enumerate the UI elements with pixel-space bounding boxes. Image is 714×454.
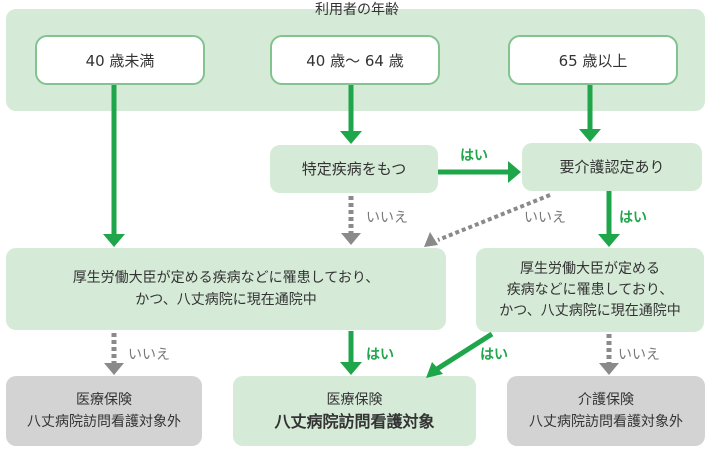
condition-right-line-2: 疾病などに罹患しており、 xyxy=(506,281,674,298)
arrow-condition-left-yes-to-center xyxy=(340,331,362,375)
node-specific-disease: 特定疾病をもつ xyxy=(270,145,438,193)
condition-right-line-1: 厚生労働大臣が定める xyxy=(520,260,660,277)
node-result-center: 医療保険 八丈病院訪問看護対象 xyxy=(233,376,476,446)
panel-title: 利用者の年齢 xyxy=(315,2,399,18)
arrow-care-no-to-condition-left xyxy=(424,193,551,247)
age-box-40-64: 40 歳～ 64 歳 xyxy=(270,35,440,85)
arrow-care-yes-to-condition-right xyxy=(598,191,620,247)
label-yes-condition-right: はい xyxy=(480,347,508,363)
node-condition-left: 厚生労働大臣が定める疾病などに罹患しており、 かつ、八丈病院に現在通院中 xyxy=(6,248,446,330)
result-center-line-2: 八丈病院訪問看護対象 xyxy=(274,412,435,431)
arrow-under40-to-condition xyxy=(103,85,125,247)
arrow-condition-left-no-to-result xyxy=(104,333,124,375)
node-result-left: 医療保険 八丈病院訪問看護対象外 xyxy=(6,376,202,446)
arrow-condition-right-yes-to-center xyxy=(426,331,494,378)
result-left-line-1: 医療保険 xyxy=(76,392,132,408)
label-no-condition-left: いいえ xyxy=(128,347,170,363)
condition-left-line-1: 厚生労働大臣が定める疾病などに罹患しており、 xyxy=(72,270,380,286)
result-left-line-2: 八丈病院訪問看護対象外 xyxy=(27,414,181,430)
age-box-under-40: 40 歳未満 xyxy=(35,35,205,85)
arrow-4064-to-specific xyxy=(340,85,362,144)
result-right-line-1: 介護保険 xyxy=(578,392,634,408)
label-no-care: いいえ xyxy=(524,210,566,226)
result-right-line-2: 八丈病院訪問看護対象外 xyxy=(529,414,683,430)
arrow-specific-no-to-condition xyxy=(341,196,361,245)
arrow-specific-yes-to-care xyxy=(438,161,521,183)
node-care-certified: 要介護認定あり xyxy=(522,143,702,191)
age-box-65-plus: 65 歳以上 xyxy=(508,35,678,85)
result-center-line-1: 医療保険 xyxy=(326,392,383,408)
label-yes-condition-left: はい xyxy=(366,347,394,363)
node-result-right: 介護保険 八丈病院訪問看護対象外 xyxy=(507,376,705,446)
label-no-condition-right: いいえ xyxy=(618,347,660,363)
condition-left-line-2: かつ、八丈病院に現在通院中 xyxy=(135,292,317,308)
arrow-65-to-care xyxy=(579,85,601,142)
label-yes-care: はい xyxy=(619,210,647,226)
arrow-condition-right-no-to-result xyxy=(599,334,619,375)
label-no-specific: いいえ xyxy=(366,210,408,226)
node-condition-right: 厚生労働大臣が定める 疾病などに罹患しており、 かつ、八丈病院に現在通院中 xyxy=(476,248,704,332)
label-yes-specific: はい xyxy=(460,148,488,164)
condition-right-line-3: かつ、八丈病院に現在通院中 xyxy=(499,302,681,319)
